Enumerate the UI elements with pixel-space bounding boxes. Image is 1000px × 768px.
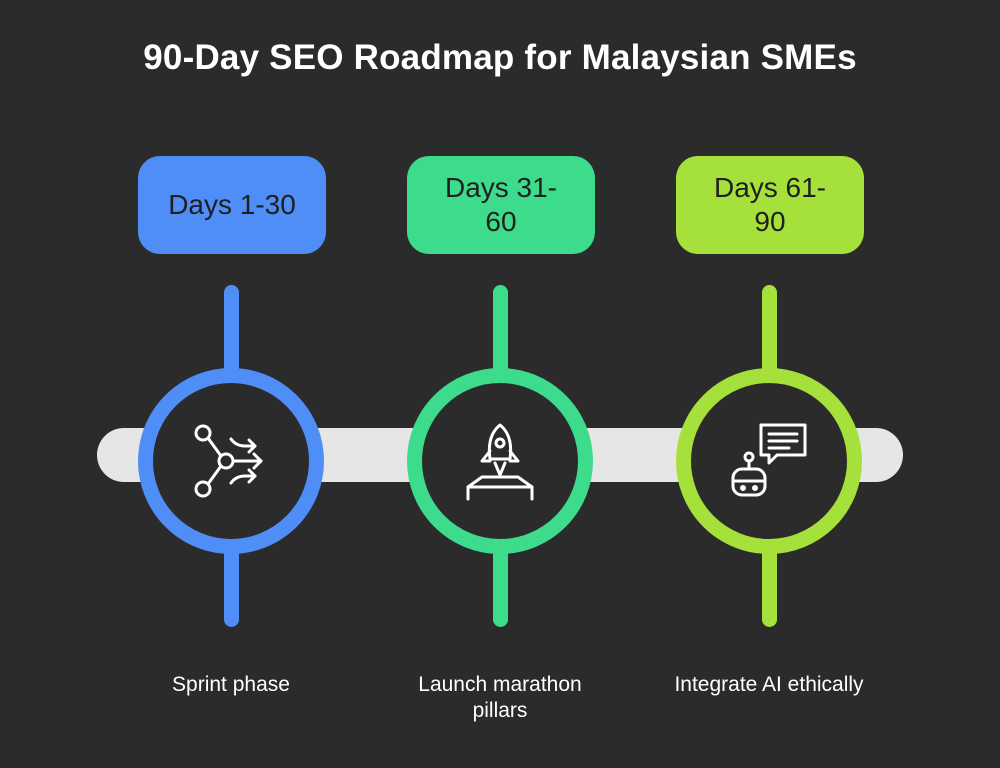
phase-caption: Integrate AI ethically [674,673,864,696]
phase-3: Days 61-90 Integrate AI ethically [634,0,904,768]
phase-label: Days 1-30 [168,189,296,220]
phase-label-tag: Days 31-60 [407,156,595,254]
phase-circle [676,368,862,554]
phase-circle [138,368,324,554]
phase-circle [407,368,593,554]
connector-top [493,285,508,385]
phase-label: Days 61-90 [713,172,827,237]
phase-label-tag: Days 1-30 [138,156,326,254]
phase-label: Days 31-60 [444,172,558,237]
rocket-launch-icon [466,423,534,501]
phase-1: Days 1-30 Sprint phase [96,0,366,768]
phase-caption: Launch marathon pillars [418,673,582,722]
phase-2: Days 31-60 Launch marathon pillars [365,0,635,768]
connector-top [762,285,777,385]
connector-top [224,285,239,385]
branching-arrows-icon [194,424,263,498]
phase-caption: Sprint phase [172,673,290,696]
phase-label-tag: Days 61-90 [676,156,864,254]
page-title: 90-Day SEO Roadmap for Malaysian SMEs [143,38,857,77]
robot-chat-icon [731,423,807,497]
